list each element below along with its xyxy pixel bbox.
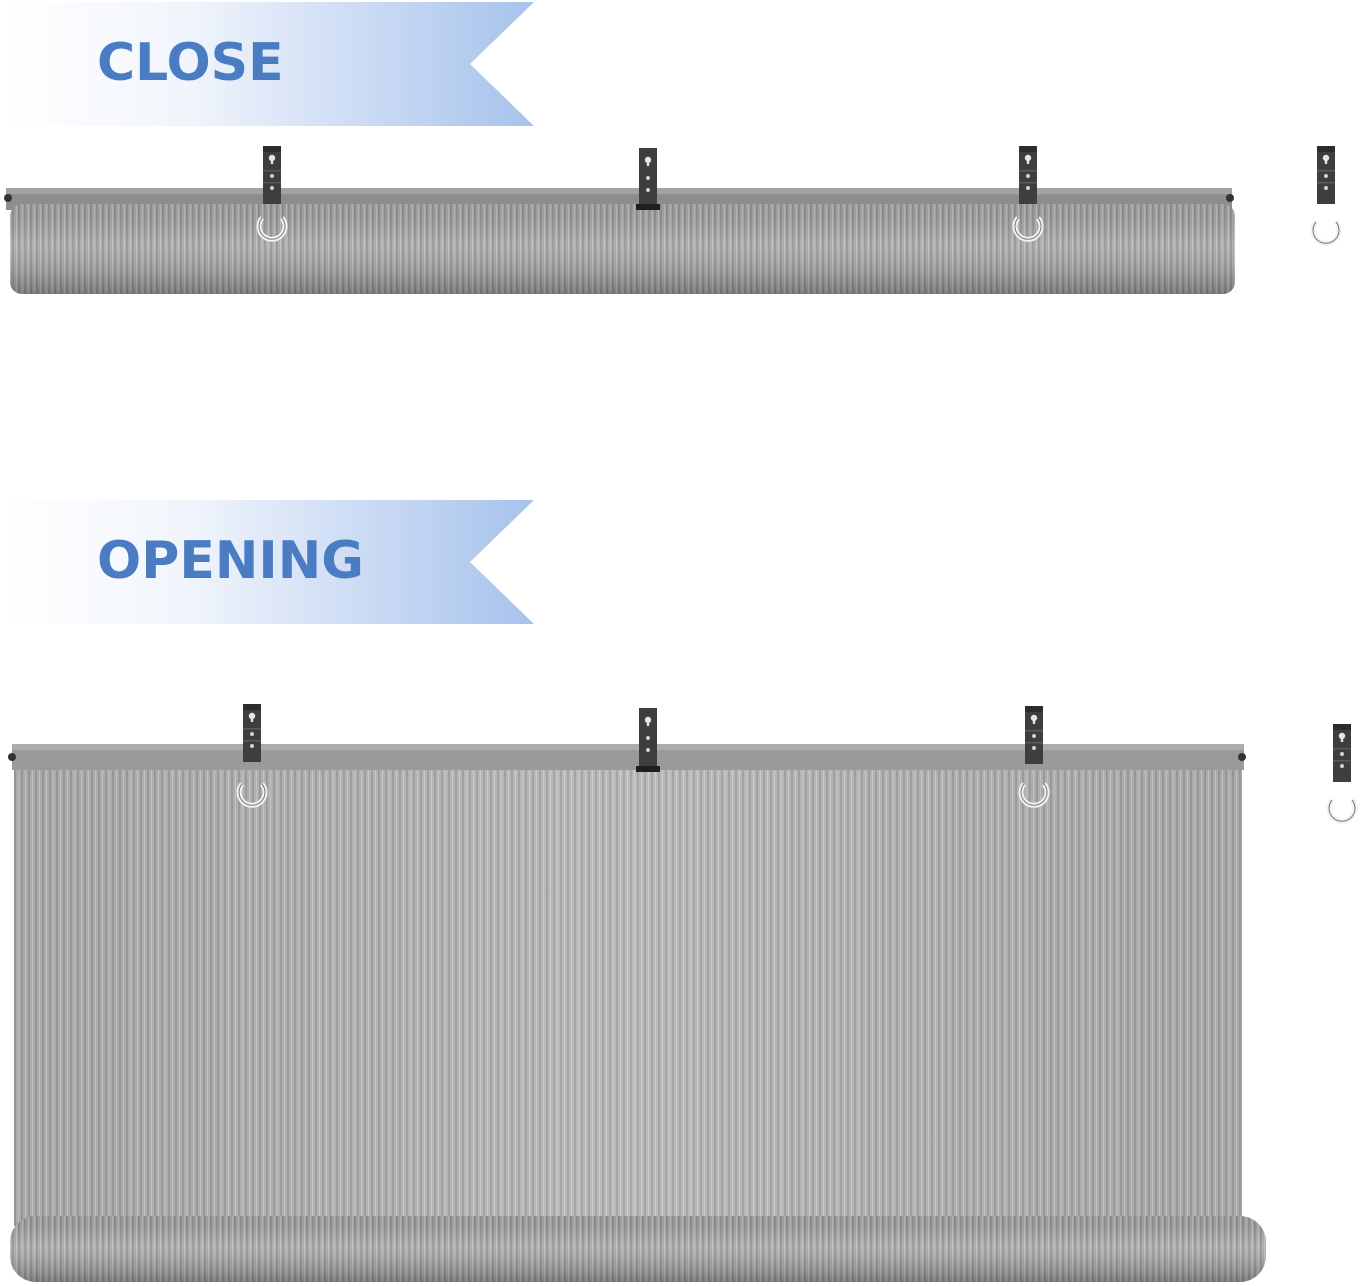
opening-label: OPENING: [97, 531, 364, 591]
opening-banner: OPENING: [0, 498, 536, 624]
close-label: CLOSE: [97, 33, 284, 93]
opening-banner-shape: [0, 500, 534, 624]
hook-icon: [1329, 724, 1355, 821]
end-cap-left: [4, 194, 12, 202]
end-cap-right: [1238, 753, 1246, 761]
mounting-bracket-icon: [636, 148, 660, 210]
hook-icon: [1313, 146, 1339, 243]
close-banner: CLOSE: [0, 0, 536, 126]
lowered-shade: [8, 704, 1355, 1282]
end-cap-right: [1226, 194, 1234, 202]
end-cap-left: [8, 753, 16, 761]
closed-shade: [4, 146, 1339, 294]
close-banner-shape: [0, 2, 534, 126]
mounting-bracket-icon: [636, 708, 660, 772]
